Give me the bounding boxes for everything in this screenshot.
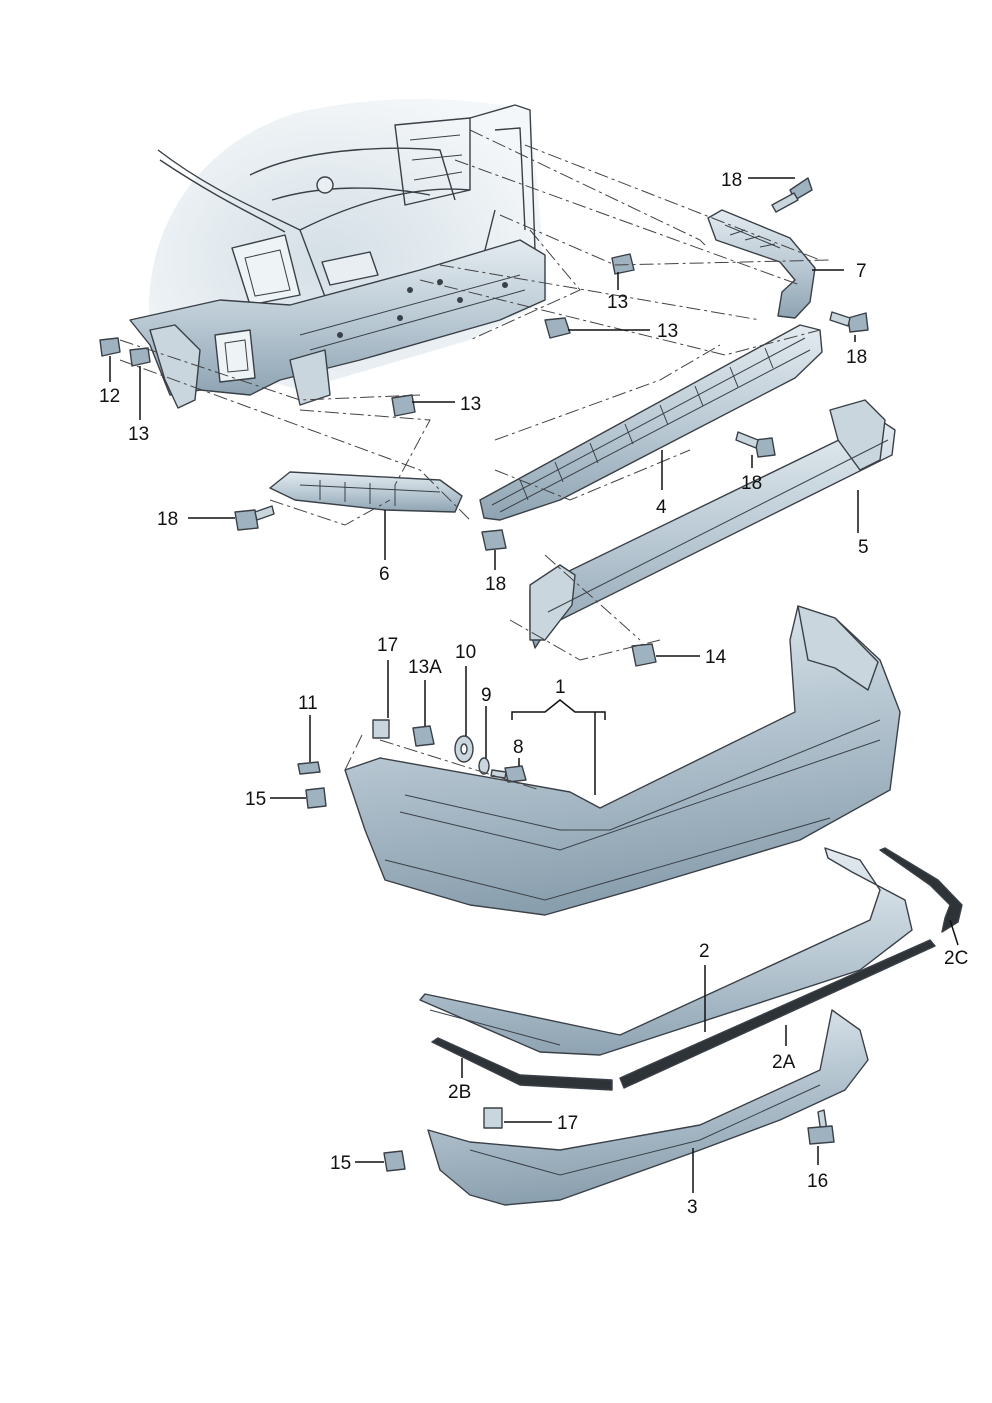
screw-16: [807, 1109, 835, 1145]
nut-13A: [412, 725, 435, 747]
callout-labels: 18 7 18 13 13 13 12 13 18 4 5 18 6 18 14…: [99, 170, 968, 1218]
label-7: 7: [856, 261, 867, 282]
clip-13-c: [391, 394, 416, 417]
label-10: 10: [455, 642, 476, 663]
screw-11: [297, 761, 321, 775]
lower-valance-part-2: [419, 847, 913, 1056]
screw-18-right: [829, 311, 869, 333]
label-17-bottom: 17: [557, 1113, 578, 1134]
label-2A: 2A: [772, 1052, 796, 1073]
label-13-a: 13: [607, 292, 628, 313]
label-18-mid: 18: [741, 473, 762, 494]
bracket-left-part-6: [269, 471, 463, 513]
label-11: 11: [298, 693, 318, 714]
car-body-rear-section: [129, 98, 549, 409]
label-15-bottom: 15: [330, 1153, 351, 1174]
clip-13-a: [611, 253, 635, 275]
screw-15-top: [305, 787, 327, 809]
label-13-b: 13: [657, 321, 678, 342]
label-6: 6: [379, 564, 390, 585]
trim-strip-part-2B: [431, 1037, 613, 1091]
screw-18-mid: [735, 431, 776, 458]
label-8: 8: [513, 737, 524, 758]
label-18-left: 18: [157, 509, 178, 530]
label-18-top-right: 18: [721, 170, 742, 191]
label-3: 3: [687, 1197, 698, 1218]
label-9: 9: [481, 685, 492, 706]
trim-strip-part-2A: [619, 939, 936, 1089]
label-4: 4: [656, 497, 667, 518]
trim-strip-part-2C: [879, 847, 963, 933]
screw-15-bottom: [383, 1150, 406, 1172]
bumper-reinforcement-part-5: [529, 399, 896, 649]
assembly-lines: [119, 129, 831, 791]
clip-12: [99, 337, 121, 357]
fasteners: [99, 177, 869, 1172]
bracket-right-part-7: [707, 209, 816, 319]
clip-17-top: [372, 719, 390, 739]
nut-18-center: [481, 529, 507, 551]
label-13-d: 13: [128, 424, 149, 445]
label-2: 2: [699, 941, 710, 962]
label-18-center: 18: [485, 574, 506, 595]
label-15-top: 15: [245, 789, 266, 810]
impact-absorber-part-4: [479, 324, 823, 521]
clip-13-b: [544, 317, 571, 339]
label-2B: 2B: [448, 1082, 471, 1103]
leader-lines: [109, 177, 959, 1193]
rear-diffuser-part-3: [427, 1009, 869, 1206]
label-12: 12: [99, 386, 120, 407]
label-13-c: 13: [460, 394, 481, 415]
label-14: 14: [705, 647, 727, 668]
screw-18-top-right: [771, 177, 813, 213]
nut-14: [631, 643, 657, 667]
label-16: 16: [807, 1171, 828, 1192]
label-1: 1: [555, 677, 566, 698]
label-18-right: 18: [846, 347, 867, 368]
washer-9: [478, 757, 490, 775]
label-5: 5: [858, 537, 869, 558]
screw-18-left: [234, 505, 275, 531]
label-2C: 2C: [944, 948, 968, 969]
clip-17-bottom: [483, 1107, 503, 1129]
washer-10: [454, 735, 474, 763]
bumper-cover-part-1: [344, 605, 901, 916]
label-17-top: 17: [377, 635, 398, 656]
clip-13-left: [129, 347, 151, 367]
label-13A: 13A: [408, 657, 442, 678]
